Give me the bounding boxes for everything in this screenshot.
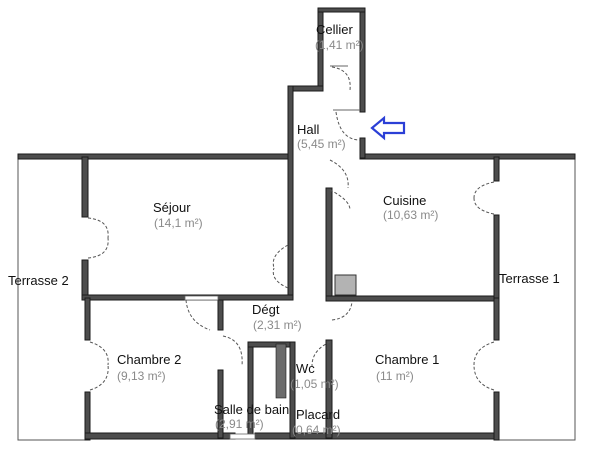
cellier-name: Cellier xyxy=(316,22,354,37)
cuisine-name: Cuisine xyxy=(383,193,426,208)
door-sejour-right-arcs xyxy=(272,244,289,289)
doors xyxy=(87,65,495,391)
door-chambre2-left-arcs xyxy=(89,341,109,391)
wall-wc-left xyxy=(289,341,296,439)
sejour-area: (14,1 m²) xyxy=(154,216,203,230)
wall-cellier-right xyxy=(359,7,366,113)
wall-sejour-left-top xyxy=(81,156,89,218)
entrance-arrow-icon xyxy=(370,115,406,141)
walls xyxy=(17,7,576,441)
wall-chambre2-left-bottom xyxy=(84,391,91,441)
terrasse-2-outline xyxy=(17,157,85,441)
wc-area: (1,05 m²) xyxy=(290,377,339,391)
door-degt-arc xyxy=(185,299,211,331)
wall-top-right xyxy=(359,153,576,160)
wall-cuisine-right-top xyxy=(493,156,500,182)
terrasse-1-outline xyxy=(498,157,576,441)
wall-top-left xyxy=(17,153,291,160)
placard-area: (0,64 m²) xyxy=(292,423,341,437)
door-cuisine-arc xyxy=(329,189,351,211)
wall-chambre1-right-bottom xyxy=(493,391,500,441)
wall-chambre2-left-top xyxy=(84,297,91,341)
wall-sejour-left-bottom xyxy=(81,259,89,301)
window-sdb xyxy=(229,433,256,440)
degt-name: Dégt xyxy=(252,302,280,317)
door-cuisine-right-arcs xyxy=(473,181,495,215)
wall-chambre1-right-top xyxy=(493,297,500,341)
wall-cuisine-left xyxy=(325,187,333,302)
degt-area: (2,31 m²) xyxy=(253,318,302,332)
windows xyxy=(184,295,256,440)
wall-cellier-top xyxy=(317,7,366,13)
terrasse2-name: Terrasse 2 xyxy=(8,273,69,288)
chambre1-name: Chambre 1 xyxy=(375,352,439,367)
wall-cuisine-right-bottom xyxy=(493,214,500,302)
door-entrance-arc xyxy=(335,111,361,141)
wall-wc-right xyxy=(325,339,333,439)
placard-name: Placard xyxy=(296,407,340,422)
room-labels: Cellier (1,41 m²) Hall (5,45 m²) Séjour … xyxy=(8,22,560,437)
wall-bottom-left xyxy=(84,432,236,440)
wc-name: Wc xyxy=(296,361,315,376)
wall-hall-left xyxy=(287,85,294,297)
sejour-name: Séjour xyxy=(153,200,191,215)
wall-chambre2-right-bottom xyxy=(217,369,224,439)
door-sejour-left-arcs xyxy=(87,217,109,259)
chambre2-name: Chambre 2 xyxy=(117,352,181,367)
sdb-name: Salle de bain xyxy=(214,402,289,417)
terrasse1-name: Terrasse 1 xyxy=(499,271,560,286)
chambre2-area: (9,13 m²) xyxy=(117,369,166,383)
placard-block xyxy=(275,343,287,399)
door-chambre1-right-arcs xyxy=(473,341,495,391)
wall-hall-right-lower xyxy=(359,137,366,159)
door-hall-arc xyxy=(329,159,349,189)
duct-block xyxy=(334,274,357,296)
cellier-area: (1,41 m²) xyxy=(315,38,364,52)
door-chambre1-arc xyxy=(331,301,353,321)
door-wc-arc xyxy=(311,341,331,367)
cuisine-area: (10,63 m²) xyxy=(383,208,438,222)
sdb-area: (2,91 m²) xyxy=(215,417,264,431)
wall-chambre2-right-top xyxy=(217,299,224,331)
door-cellier-arc xyxy=(331,66,351,91)
window-degt xyxy=(184,295,219,301)
door-chambre2-arc xyxy=(222,335,243,367)
wall-cuisine-bottom xyxy=(325,295,499,302)
chambre1-area: (11 m²) xyxy=(376,369,414,383)
terrace-outlines xyxy=(17,157,576,441)
hall-name: Hall xyxy=(297,122,320,137)
hall-area: (5,45 m²) xyxy=(297,137,346,151)
